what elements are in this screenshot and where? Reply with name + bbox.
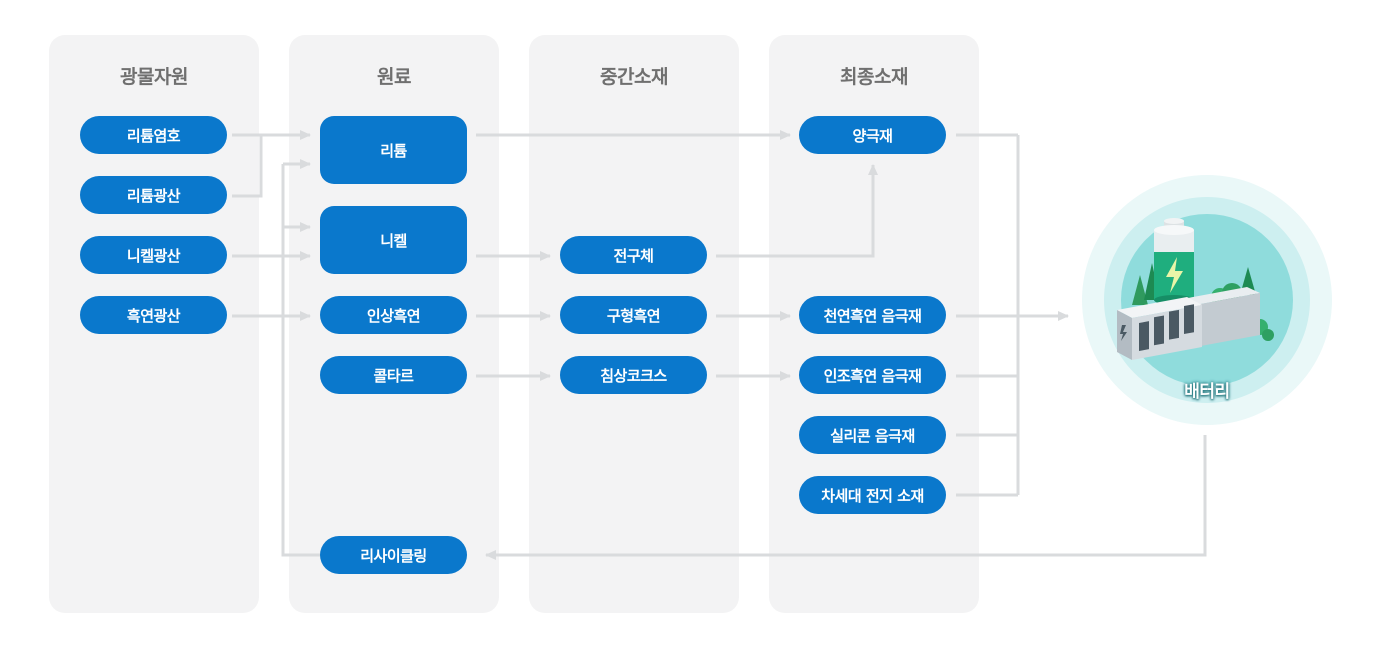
node-recycling: 리사이클링 xyxy=(320,536,467,574)
node-silicon-anode: 실리콘 음극재 xyxy=(799,416,946,454)
node-nickel: 니켈 xyxy=(320,206,467,274)
node-lithium: 리튬 xyxy=(320,116,467,184)
node-nickel-mine: 니켈광산 xyxy=(80,236,227,274)
column-title-mineral-resources: 광물자원 xyxy=(120,66,188,88)
node-flake-graphite: 인상흑연 xyxy=(320,296,467,334)
node-lithium-brine: 리튬염호 xyxy=(80,116,227,154)
node-natural-graphite-anode: 천연흑연 음극재 xyxy=(799,296,946,334)
battery-illustration xyxy=(1082,175,1332,425)
node-graphite-mine: 흑연광산 xyxy=(80,296,227,334)
node-coal-tar: 콜타르 xyxy=(320,356,467,394)
link-recycling-up xyxy=(281,164,320,557)
link-lithium-mine-merge xyxy=(232,135,263,198)
column-title-final-materials: 최종소재 xyxy=(840,66,908,88)
energy-storage-building-icon xyxy=(1117,287,1260,360)
node-artificial-graphite-anode: 인조흑연 음극재 xyxy=(799,356,946,394)
node-needle-coke: 침상코크스 xyxy=(560,356,707,394)
node-next-gen-material: 차세대 전지 소재 xyxy=(799,476,946,514)
battery-label: 배터리 xyxy=(1184,382,1230,402)
node-lithium-mine: 리튬광산 xyxy=(80,176,227,214)
column-title-raw-materials: 원료 xyxy=(377,66,411,88)
link-battery-to-recycling xyxy=(485,435,1207,560)
node-cathode: 양극재 xyxy=(799,116,946,154)
battery-cell-icon xyxy=(1154,218,1194,305)
link-precursor-to-cathode xyxy=(716,164,878,258)
node-precursor: 전구체 xyxy=(560,236,707,274)
column-title-intermediate-materials: 중간소재 xyxy=(600,66,668,88)
node-spherical-graphite: 구형흑연 xyxy=(560,296,707,334)
